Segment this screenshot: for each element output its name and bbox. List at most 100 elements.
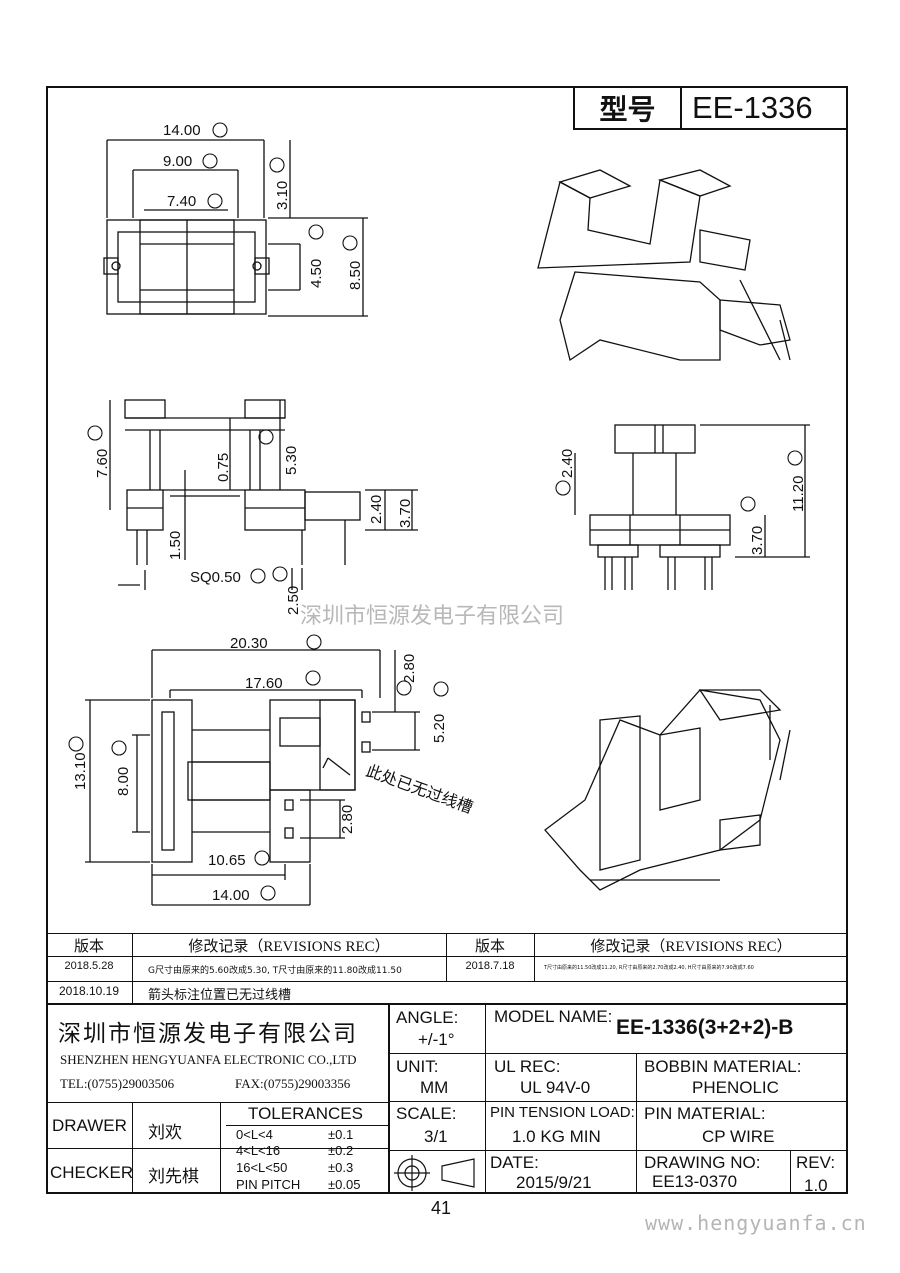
dim-front-2-40: 2.40 xyxy=(368,495,385,524)
marker-s xyxy=(740,496,756,512)
company-fax: FAX:(0755)29003356 xyxy=(235,1076,351,1091)
marker-l xyxy=(433,681,449,697)
drawing-no-label: DRAWING NO: xyxy=(644,1153,761,1172)
model-value: EE-1336 xyxy=(692,90,813,125)
rev-row2-text: 箭头标注位置已无过线槽 xyxy=(148,988,292,1003)
dim-bottom-10-65: 10.65 xyxy=(208,852,246,869)
tol-value-4: ±0.05 xyxy=(328,1177,361,1192)
dim-top-3-10: 3.10 xyxy=(274,181,291,210)
rev-col-record-right: 修改记录（REVISIONS REC） xyxy=(590,939,792,955)
dim-top-7-40: 7.40 xyxy=(167,193,196,210)
marker-j xyxy=(306,634,322,650)
rev-col-record-left: 修改记录（REVISIONS REC） xyxy=(188,939,390,955)
dim-front-1-50: 1.50 xyxy=(167,531,184,560)
checker-label: CHECKER xyxy=(50,1163,134,1182)
rev-row1-date: 2018.5.28 xyxy=(64,960,114,972)
rev-row2-date: 2018.10.19 xyxy=(58,984,120,998)
dim-top-4-50: 4.50 xyxy=(308,259,325,288)
marker-p xyxy=(254,850,270,866)
projection-symbol-icon xyxy=(394,1155,475,1191)
dim-front-2-50: 2.50 xyxy=(285,586,302,615)
model-header: 型号 EE-1336 xyxy=(573,86,848,130)
dim-bottom-17-60: 17.60 xyxy=(245,675,283,692)
model-key: 型号 xyxy=(575,88,682,128)
company-tel: TEL:(0755)29003506 xyxy=(60,1076,175,1091)
dim-top-14: 14.00 xyxy=(163,122,201,139)
bobbin-material-value: PHENOLIC xyxy=(692,1078,779,1097)
side-view xyxy=(574,424,810,590)
tol-value-2: ±0.2 xyxy=(328,1143,354,1158)
marker-t xyxy=(787,450,803,466)
marker-r xyxy=(555,480,571,496)
model-name-label: MODEL NAME: xyxy=(494,1007,613,1026)
marker-a xyxy=(212,122,228,138)
dim-top-9: 9.00 xyxy=(163,153,192,170)
scale-label: SCALE: xyxy=(396,1104,457,1123)
unit-label: UNIT: xyxy=(396,1057,439,1076)
marker-q xyxy=(260,885,276,901)
company-watermark: 深圳市恒源发电子有限公司 xyxy=(300,604,565,629)
marker-b xyxy=(202,153,218,169)
isometric-view-top xyxy=(537,169,791,362)
marker-i xyxy=(250,568,266,584)
technical-drawing: 14.00 9.00 7.40 3.10 4.50 8.50 7.60 0.75… xyxy=(68,122,810,906)
scale-value: 3/1 xyxy=(424,1127,448,1146)
marker-g xyxy=(258,429,274,445)
marker-d xyxy=(269,157,285,173)
rev-row1-text: G尺寸由原来的5.60改成5.30, T尺寸由原来的11.80改成11.50 xyxy=(148,966,402,976)
bottom-view xyxy=(85,649,420,906)
marker-h xyxy=(87,425,103,441)
dim-side-2-40: 2.40 xyxy=(559,449,576,478)
website-watermark: www.hengyuanfa.cn xyxy=(645,1211,867,1235)
rev-col-version-right: 版本 xyxy=(474,937,505,955)
pin-tension-value: 1.0 KG MIN xyxy=(512,1127,601,1146)
marker-u xyxy=(272,566,288,582)
bobbin-material-label: BOBBIN MATERIAL: xyxy=(644,1057,802,1076)
drawer-label: DRAWER xyxy=(52,1116,127,1135)
top-view xyxy=(103,139,368,317)
pin-material-value: CP WIRE xyxy=(702,1127,775,1146)
marker-e xyxy=(308,224,324,240)
tol-value-3: ±0.3 xyxy=(328,1160,354,1175)
dim-side-11-20: 11.20 xyxy=(790,476,807,512)
dim-bottom-14-00: 14.00 xyxy=(212,887,250,904)
marker-c xyxy=(207,193,223,209)
rev-col-version-left: 版本 xyxy=(73,937,104,955)
marker-k xyxy=(305,670,321,686)
ul-rec-value: UL 94V-0 xyxy=(520,1078,591,1097)
dim-top-8-50: 8.50 xyxy=(347,261,364,290)
tol-range-3: 16<L<50 xyxy=(236,1160,288,1175)
date-label: DATE: xyxy=(490,1153,539,1172)
dim-bottom-2-80-lower: 2.80 xyxy=(339,805,356,834)
marker-f xyxy=(342,235,358,251)
dim-bottom-5-20: 5.20 xyxy=(431,714,448,743)
ul-rec-label: UL REC: xyxy=(494,1057,561,1076)
drawing-no-value: EE13-0370 xyxy=(652,1172,738,1191)
slot-note: 此处已无过线槽 xyxy=(364,761,476,817)
rev-right-text: T尺寸由原来的11.50改成11.20, R尺寸由原来的2.70改成2.40, … xyxy=(544,965,754,971)
pin-tension-label: PIN TENSION LOAD: xyxy=(490,1104,635,1121)
drawing-frame xyxy=(46,86,848,1194)
company-name-cn: 深圳市恒源发电子有限公司 xyxy=(58,1021,358,1047)
dim-front-3-70: 3.70 xyxy=(397,499,414,528)
marker-m xyxy=(396,680,412,696)
model-name-value: EE-1336(3+2+2)-B xyxy=(616,1016,794,1039)
angle-value: +/-1° xyxy=(418,1030,455,1049)
drawer-value: 刘欢 xyxy=(148,1123,182,1143)
angle-label: ANGLE: xyxy=(396,1008,459,1027)
tol-range-4: PIN PITCH xyxy=(236,1177,301,1192)
tol-range-2: 4<L<16 xyxy=(236,1143,281,1158)
dim-bottom-2-80-top: 2.80 xyxy=(401,654,418,683)
dim-front-0-75: 0.75 xyxy=(215,453,232,482)
tolerances-label: TOLERANCES xyxy=(248,1104,363,1123)
marker-o xyxy=(68,736,84,752)
page-number: 41 xyxy=(431,1198,452,1218)
marker-n xyxy=(111,740,127,756)
date-value: 2015/9/21 xyxy=(516,1173,592,1192)
rev-right-date: 2018.7.18 xyxy=(465,960,515,972)
tol-range-1: 0<L<4 xyxy=(236,1127,273,1142)
pin-material-label: PIN MATERIAL: xyxy=(644,1104,766,1123)
dim-side-3-70: 3.70 xyxy=(749,526,766,555)
tol-value-1: ±0.1 xyxy=(328,1127,354,1142)
dim-bottom-8-00: 8.00 xyxy=(115,767,132,796)
